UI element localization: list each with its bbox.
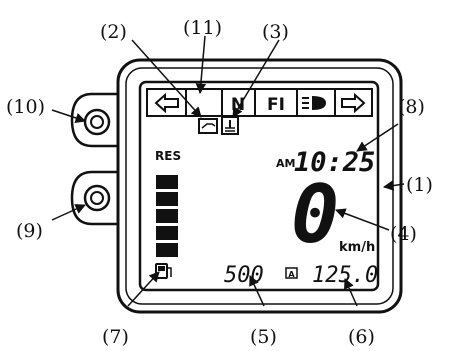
fuel-gauge-bars bbox=[156, 175, 178, 257]
trip-selector-label: A bbox=[288, 270, 295, 279]
fi-warning-indicator: FI bbox=[267, 95, 285, 115]
high-beam-icon bbox=[302, 96, 326, 110]
trip-display: 125.0 bbox=[312, 263, 378, 288]
mounting-tab-lower bbox=[70, 170, 118, 226]
callout-11: (11) bbox=[183, 17, 222, 39]
callout-2: (2) bbox=[100, 21, 127, 43]
callout-8: (8) bbox=[398, 96, 425, 118]
oil-pressure-icon bbox=[198, 118, 218, 134]
clock-display: 10:25 bbox=[294, 147, 375, 178]
mounting-tab-upper bbox=[70, 92, 118, 148]
callout-3: (3) bbox=[262, 21, 289, 43]
leader-lines bbox=[51, 35, 405, 307]
callout-9: (9) bbox=[16, 220, 43, 242]
callout-1: (1) bbox=[406, 174, 433, 196]
speed-display: 0 bbox=[291, 168, 339, 261]
fuel-res-label: RES bbox=[155, 149, 181, 163]
odometer-display: 500 bbox=[224, 263, 264, 288]
trip-selector-box bbox=[285, 267, 298, 279]
callout-6: (6) bbox=[348, 326, 375, 348]
callout-5: (5) bbox=[250, 326, 277, 348]
neutral-indicator: N bbox=[231, 95, 245, 115]
callout-4: (4) bbox=[390, 223, 417, 245]
coolant-temperature-icon bbox=[221, 116, 239, 135]
turn-left-icon bbox=[154, 92, 179, 114]
clock-am-label: AM bbox=[276, 157, 295, 170]
turn-right-icon bbox=[341, 92, 366, 114]
indicator-strip bbox=[146, 88, 373, 117]
callout-7: (7) bbox=[102, 326, 129, 348]
speed-unit: km/h bbox=[339, 240, 375, 255]
callout-10: (10) bbox=[6, 96, 45, 118]
